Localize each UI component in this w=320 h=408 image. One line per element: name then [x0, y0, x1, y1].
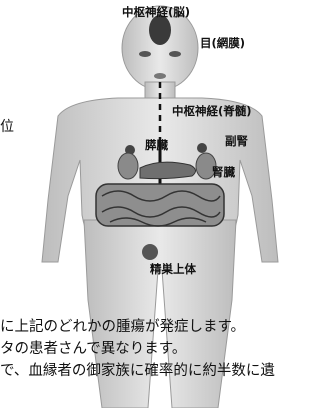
- adrenal-right-mark: [197, 143, 207, 153]
- brain-mark: [149, 15, 171, 45]
- caption-text: に上記のどれかの腫瘍が発症します。 タの患者さんで異なります。 で、血縁者の御家…: [0, 316, 320, 382]
- eye-right: [169, 51, 181, 57]
- label-adrenal: 副腎: [225, 136, 248, 148]
- label-eye-retina: 目(網膜): [200, 38, 245, 50]
- pancreas-mark: [140, 162, 196, 179]
- label-epididymis: 精巣上体: [150, 264, 196, 276]
- intestines-mark: [96, 184, 224, 226]
- side-char: 位: [0, 116, 14, 136]
- epididymis-mark: [142, 244, 158, 260]
- label-pancreas: 膵臓: [145, 140, 168, 152]
- label-cns-brain: 中枢神経(脳): [122, 7, 190, 19]
- eye-left: [139, 51, 151, 57]
- kidney-left-mark: [118, 153, 138, 179]
- caption-line-2: タの患者さんで異なります。: [0, 338, 320, 360]
- caption-line-3: で、血縁者の御家族に確率的に約半数に遺: [0, 360, 320, 382]
- mouth: [154, 73, 166, 79]
- label-kidney: 腎臓: [212, 167, 235, 179]
- caption-line-1: に上記のどれかの腫瘍が発症します。: [0, 316, 320, 338]
- label-cns-spinal: 中枢神経(脊髄): [172, 106, 252, 118]
